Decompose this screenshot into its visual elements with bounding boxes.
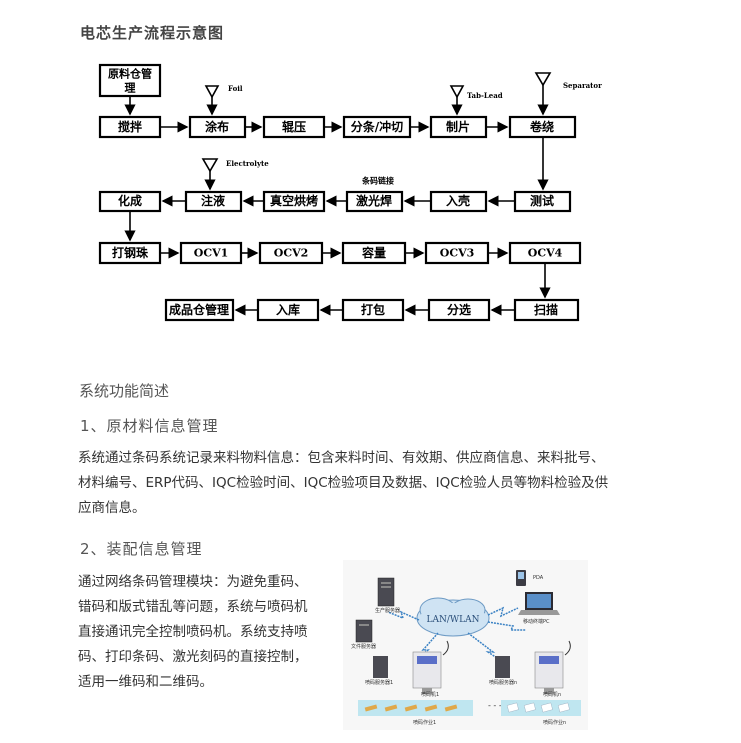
coder1-label: 喷码机1 <box>421 691 439 698</box>
flow-step-label: 分条/冲切 <box>351 119 403 134</box>
flow-step-ocv3: OCV3 <box>424 241 490 265</box>
electrolyte-label: Electrolyte <box>226 159 269 168</box>
work1-label: 喷码作业1 <box>413 719 436 726</box>
production-server-icon: 生产服务器 <box>375 577 400 614</box>
dots-separator: - - - <box>488 701 502 710</box>
text-line: 应商信息。 <box>78 500 146 516</box>
flow-step-label: 注液 <box>201 193 225 208</box>
coder-server-n-label: 喷码服务器n <box>489 679 517 686</box>
pda-label: PDA <box>533 575 544 581</box>
flow-step-scanning: 扫描 <box>513 298 580 322</box>
foil-input-symbol: Foil <box>204 84 243 116</box>
flow-step-label: 涂布 <box>205 119 229 134</box>
flow-step-label: 辊压 <box>282 119 306 134</box>
cloud-label: LAN/WLAN <box>427 615 480 625</box>
flow-step-label: OCV1 <box>194 247 229 260</box>
section1-text: 系统通过条码系统记录来料物料信息：包含来料时间、有效期、供应商信息、来料批号、 … <box>78 446 678 521</box>
flow-step-capacity: 容量 <box>341 241 407 265</box>
flow-step-injection: 注液 <box>184 190 243 213</box>
text-line: 材料编号、ERP代码、IQC检验时间、IQC检验项目及数据、IQC检验人员等物料… <box>78 475 609 491</box>
flow-step-ocv4: OCV4 <box>508 241 582 265</box>
laptop-label: 移动终端PC <box>523 618 550 625</box>
flow-step-raw-material: 原料仓管 理 <box>98 63 162 98</box>
flow-step-label: OCV3 <box>440 247 475 260</box>
flow-step-label: 打钢珠 <box>112 245 149 260</box>
text-line: 系统通过条码系统记录来料物料信息：包含来料时间、有效期、供应商信息、来料批号、 <box>78 450 605 466</box>
flow-step-coating: 涂布 <box>188 115 247 139</box>
flow-step-storage: 入库 <box>256 298 320 322</box>
pda-icon: PDA <box>516 570 544 586</box>
flow-step-sorting: 分选 <box>427 298 491 322</box>
flow-step-casing: 入壳 <box>429 190 488 213</box>
separator-label: Separator <box>563 81 602 90</box>
conveyor-belt-n: 喷码作业n <box>501 700 581 726</box>
tab-lead-label: Tab-Lead <box>467 91 503 100</box>
coder-server1-label: 喷码服务器1 <box>365 679 393 686</box>
flow-step-raw-material-line1: 原料仓管 <box>108 67 152 81</box>
section1-title: 1、原材料信息管理 <box>80 417 219 435</box>
flow-step-testing: 测试 <box>513 190 572 213</box>
flow-step-ocv2: OCV2 <box>258 241 324 265</box>
network-diagram: LAN/WLAN 生产服务器 文件服务器 PDA 移动终端PC 喷码服务器1 <box>343 560 588 730</box>
flow-step-label: OCV2 <box>274 247 309 260</box>
coder-n-label: 喷码机n <box>543 691 561 698</box>
flow-step-laser-welding: 激光焊 <box>345 190 404 213</box>
flow-step-label: 扫描 <box>534 302 558 317</box>
flow-step-label: 入壳 <box>446 193 470 208</box>
electrolyte-input-symbol: Electrolyte <box>201 158 269 191</box>
flow-step-vacuum-baking: 真空烘烤 <box>262 190 326 213</box>
flow-step-label: 制片 <box>446 119 470 134</box>
flow-step-label: 真空烘烤 <box>270 193 318 208</box>
text-line: 错码和版式错乱等问题，系统与喷码机 <box>78 599 308 615</box>
flow-step-label: 容量 <box>361 245 386 260</box>
flow-step-label: 搅拌 <box>118 119 142 134</box>
flow-step-rolling: 辊压 <box>262 115 326 139</box>
flow-step-finished-warehouse: 成品仓管理 <box>164 298 235 322</box>
flow-step-steel-ball: 打钢珠 <box>98 241 162 265</box>
flow-step-label: 测试 <box>530 193 554 208</box>
flow-step-label: 激光焊 <box>356 193 392 208</box>
flow-step-label: 分选 <box>447 302 471 317</box>
flow-step-label: 成品仓管理 <box>169 302 229 317</box>
tab-lead-input-symbol: Tab-Lead <box>449 85 503 116</box>
text-line: 适用一维码和二维码。 <box>78 674 213 690</box>
process-flow-diagram: 原料仓管 理 搅拌 涂布 辊压 分条/冲切 制片 卷绕 Foil Tab-Lea… <box>98 63 602 322</box>
flow-step-label: 卷绕 <box>529 119 554 134</box>
flow-step-packing: 打包 <box>341 298 405 322</box>
coder-1-icon: 喷码机1 <box>412 640 449 698</box>
flow-step-winding: 卷绕 <box>508 115 577 139</box>
barcode-link-label: 条码链接 <box>361 176 394 186</box>
separator-input-symbol: Separator <box>534 72 602 116</box>
coder-server-n-icon: 喷码服务器n <box>489 656 517 686</box>
laptop-icon: 移动终端PC <box>518 592 560 625</box>
section-heading: 系统功能简述 <box>79 382 170 400</box>
conveyor-belt-1: 喷码作业1 <box>358 700 473 726</box>
flow-step-slitting: 分条/冲切 <box>342 115 412 139</box>
flow-step-label: 化成 <box>118 193 142 208</box>
text-line: 通过网络条码管理模块：为避免重码、 <box>78 574 308 590</box>
coder-n-icon: 喷码机n <box>534 640 571 698</box>
text-line: 直接通讯完全控制喷码机。系统支持喷 <box>78 624 308 640</box>
flow-step-raw-material-line2: 理 <box>125 82 136 95</box>
flow-step-label: 打包 <box>361 302 385 317</box>
coder-server-1-icon: 喷码服务器1 <box>365 656 393 686</box>
flow-step-label: OCV4 <box>528 247 563 260</box>
flow-step-label: 入库 <box>276 302 300 317</box>
flow-step-mixing: 搅拌 <box>98 115 162 139</box>
network-cloud: LAN/WLAN <box>416 597 490 637</box>
work-n-label: 喷码作业n <box>543 719 566 726</box>
section2-text: 通过网络条码管理模块：为避免重码、 错码和版式错乱等问题，系统与喷码机 直接通讯… <box>78 570 348 695</box>
section2-title: 2、装配信息管理 <box>80 540 203 558</box>
flow-step-formation: 化成 <box>98 190 162 213</box>
server2-label: 文件服务器 <box>351 643 376 650</box>
flow-step-tab-making: 制片 <box>429 115 488 139</box>
server1-label: 生产服务器 <box>375 607 400 614</box>
text-line: 码、打印条码、激光刻码的直接控制， <box>78 649 308 665</box>
page-title: 电芯生产流程示意图 <box>80 24 225 42</box>
foil-label: Foil <box>228 84 243 93</box>
file-server-icon: 文件服务器 <box>351 619 376 650</box>
flow-step-ocv1: OCV1 <box>179 241 243 265</box>
